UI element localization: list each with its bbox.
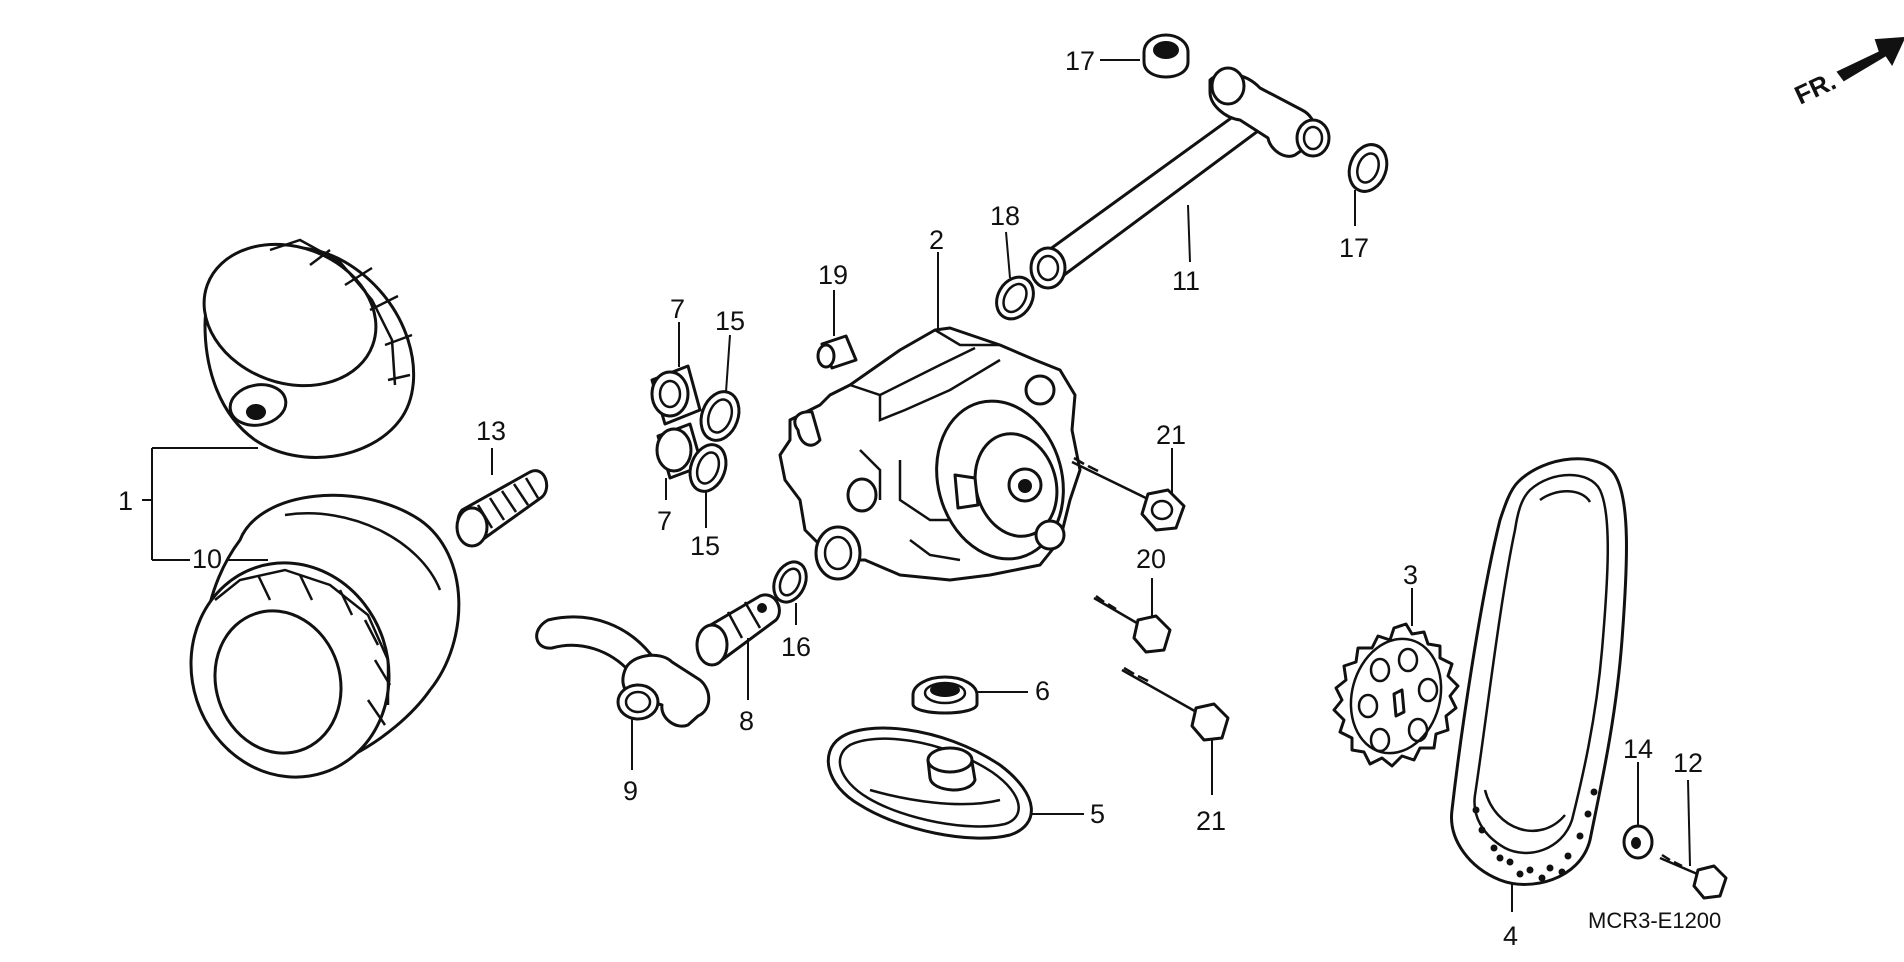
washer-part	[1622, 824, 1654, 860]
leader-12	[1687, 779, 1691, 867]
sprocket-part	[1332, 622, 1460, 768]
callout-10: 10	[192, 544, 222, 574]
callout-21-lower: 21	[1196, 806, 1226, 836]
oil-pipe-part	[1029, 66, 1331, 290]
filter-cap-part	[202, 238, 416, 459]
front-direction-arrow-icon	[1836, 36, 1904, 82]
bolt-lower-part	[1121, 666, 1230, 742]
strainer-pipe-part	[535, 615, 711, 728]
leader-15a	[725, 334, 731, 393]
seal-right-part	[1347, 143, 1389, 193]
collar-upper-part	[650, 364, 702, 426]
dowel-pin-part	[816, 334, 858, 370]
oil-pump-body-part	[778, 326, 1082, 582]
callout-12: 12	[1673, 748, 1703, 778]
relief-valve-part	[695, 593, 781, 667]
callout-8: 8	[739, 706, 754, 736]
o-ring-pipe-part	[995, 275, 1035, 321]
callout-15-lower: 15	[690, 531, 720, 561]
leader-11	[1187, 204, 1191, 263]
threaded-stud-part	[455, 469, 549, 548]
sprocket-bolt-part	[1659, 853, 1728, 900]
oil-strainer-part	[826, 726, 1033, 840]
callout-21-upper: 21	[1156, 420, 1186, 450]
callout-7-upper: 7	[670, 294, 685, 324]
callout-13: 13	[476, 416, 506, 446]
callout-17-upper: 17	[1065, 46, 1095, 76]
callout-14: 14	[1623, 734, 1653, 764]
seal-upper-part	[1142, 33, 1190, 79]
oil-filter-part	[189, 493, 461, 779]
diagram-code: MCR3-E1200	[1588, 908, 1721, 933]
seal-part	[911, 675, 979, 715]
bolt-upper-part	[1071, 456, 1186, 532]
callout-9: 9	[623, 776, 638, 806]
callout-bracket-1	[142, 447, 268, 561]
callout-11: 11	[1172, 266, 1200, 296]
o-ring-small-part	[772, 560, 808, 604]
bolt-middle-part	[1093, 595, 1172, 654]
leader-18	[1005, 231, 1011, 279]
callout-19: 19	[818, 260, 848, 290]
callout-16: 16	[781, 632, 811, 662]
callout-6: 6	[1035, 676, 1050, 706]
callout-15-upper: 15	[715, 306, 745, 336]
callout-5: 5	[1090, 799, 1105, 829]
callout-20: 20	[1136, 544, 1166, 574]
callout-2: 2	[929, 225, 944, 255]
o-ring-upper-part	[699, 390, 741, 442]
callout-7-lower: 7	[657, 506, 672, 536]
o-ring-lower-part	[688, 443, 728, 493]
chain-links-icon	[1472, 788, 1598, 882]
direction-label: FR.	[1790, 66, 1841, 111]
callout-3: 3	[1403, 560, 1418, 590]
callout-1: 1	[118, 486, 133, 516]
callout-17-right: 17	[1339, 233, 1369, 263]
callout-18: 18	[990, 201, 1020, 231]
callout-4: 4	[1503, 921, 1518, 951]
drive-chain-part	[1450, 457, 1628, 886]
